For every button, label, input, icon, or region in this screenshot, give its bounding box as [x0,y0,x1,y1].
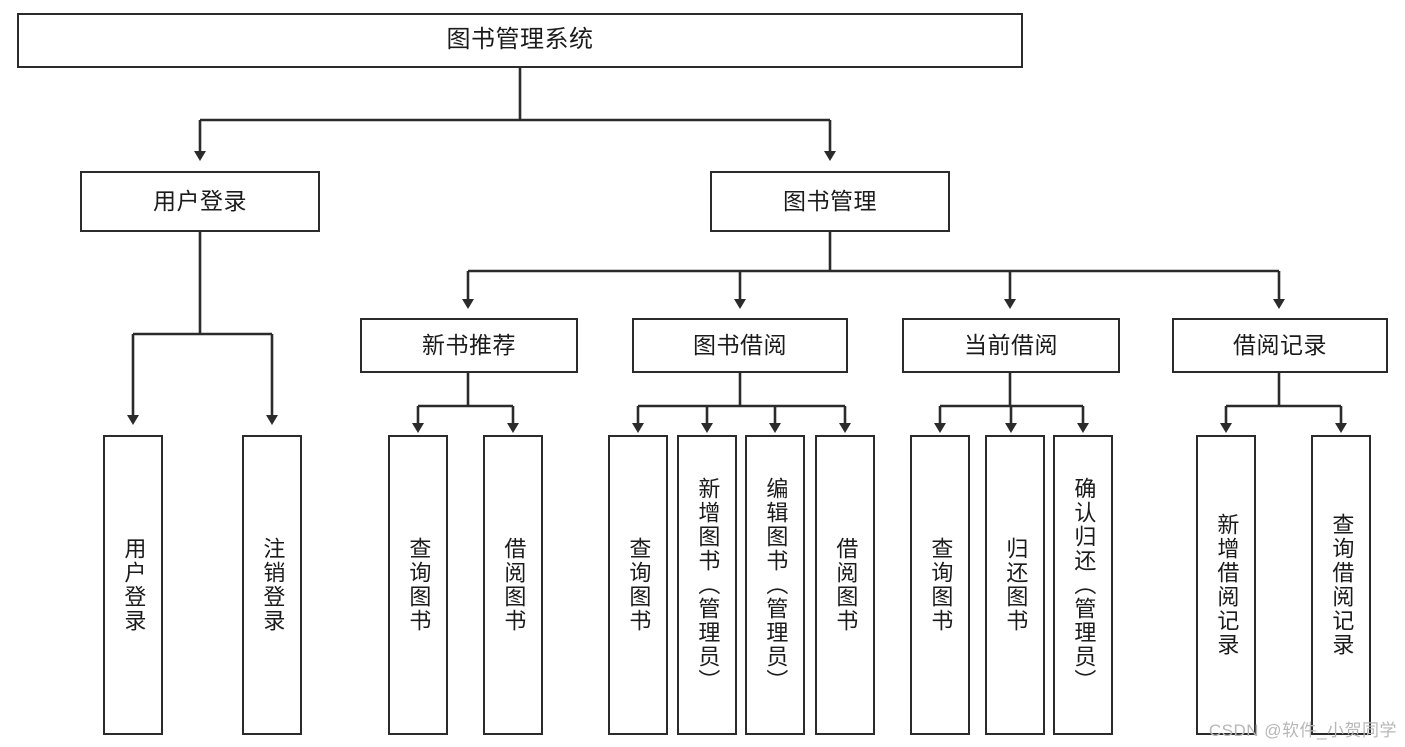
node-leaf-query-borrow-record[interactable]: 查询借阅记录 [1311,435,1371,735]
node-leaf-confirm-return-admin-label: 确认归还（管理员） [1071,477,1097,693]
node-leaf-edit-book-admin[interactable]: 编辑图书（管理员） [745,435,805,735]
node-leaf-query-book-2-label: 查询图书 [626,537,652,633]
node-user-login-label: 用户登录 [153,187,247,214]
node-book-borrow[interactable]: 图书借阅 [632,318,848,373]
node-leaf-return-book-label: 归还图书 [1003,537,1029,633]
node-current-borrow-label: 当前借阅 [964,331,1058,358]
node-leaf-borrow-book-2[interactable]: 借阅图书 [815,435,875,735]
node-leaf-add-borrow-record-label: 新增借阅记录 [1214,513,1240,657]
node-leaf-borrow-book-1-label: 借阅图书 [501,537,527,633]
node-book-manage-label: 图书管理 [783,187,877,214]
node-borrow-record-label: 借阅记录 [1233,331,1327,358]
node-book-borrow-label: 图书借阅 [693,331,787,358]
csdn-watermark: CSDN @软件_小贺同学 [1208,721,1397,740]
node-leaf-borrow-book-1[interactable]: 借阅图书 [483,435,543,735]
node-leaf-add-book-admin-label: 新增图书（管理员） [695,477,721,693]
node-root-label: 图书管理系统 [446,26,594,54]
node-leaf-user-login-label: 用户登录 [121,537,147,633]
node-leaf-query-book-2[interactable]: 查询图书 [608,435,668,735]
node-leaf-query-book-1-label: 查询图书 [406,537,432,633]
node-leaf-edit-book-admin-label: 编辑图书（管理员） [763,477,789,693]
node-borrow-record[interactable]: 借阅记录 [1172,318,1388,373]
node-leaf-borrow-book-2-label: 借阅图书 [833,537,859,633]
node-new-book-recommend[interactable]: 新书推荐 [360,318,578,373]
node-leaf-logout-login-label: 注销登录 [260,537,286,633]
node-new-book-recommend-label: 新书推荐 [422,331,516,358]
node-leaf-query-book-3-label: 查询图书 [928,537,954,633]
node-leaf-confirm-return-admin[interactable]: 确认归还（管理员） [1053,435,1113,735]
node-current-borrow[interactable]: 当前借阅 [902,318,1120,373]
node-book-manage[interactable]: 图书管理 [710,171,950,232]
node-leaf-add-borrow-record[interactable]: 新增借阅记录 [1196,435,1256,735]
node-leaf-query-borrow-record-label: 查询借阅记录 [1329,513,1355,657]
node-leaf-user-login[interactable]: 用户登录 [103,435,163,735]
node-root[interactable]: 图书管理系统 [17,13,1023,68]
node-leaf-query-book-3[interactable]: 查询图书 [910,435,970,735]
node-leaf-add-book-admin[interactable]: 新增图书（管理员） [677,435,737,735]
node-user-login[interactable]: 用户登录 [80,171,320,232]
node-leaf-query-book-1[interactable]: 查询图书 [388,435,448,735]
node-leaf-logout-login[interactable]: 注销登录 [242,435,302,735]
node-leaf-return-book[interactable]: 归还图书 [985,435,1045,735]
